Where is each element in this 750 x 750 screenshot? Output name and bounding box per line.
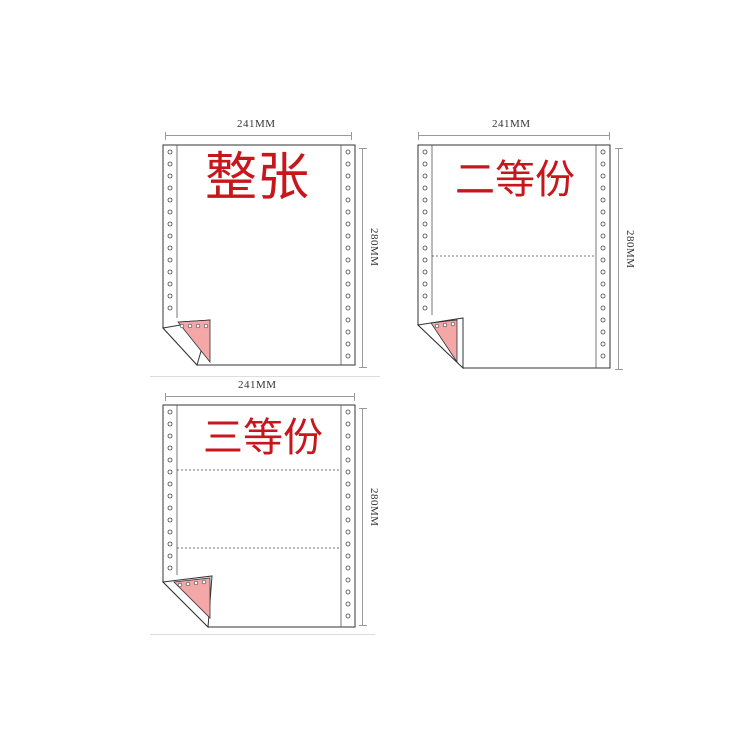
pink-copy-layer bbox=[430, 319, 458, 364]
width-dimension-line bbox=[418, 132, 610, 140]
right-feed-holes bbox=[345, 149, 351, 359]
label-half-sheet: 二等份 bbox=[455, 157, 575, 203]
width-dimension-line bbox=[165, 393, 355, 401]
full-sheet-drawing bbox=[162, 144, 356, 366]
width-dimension-label: 241MM bbox=[238, 379, 277, 391]
left-feed-holes bbox=[167, 409, 173, 571]
sheet-outline bbox=[162, 144, 356, 366]
right-feed-holes bbox=[345, 409, 351, 619]
width-dimension-line bbox=[165, 132, 352, 140]
left-feed-holes bbox=[167, 149, 173, 311]
row-divider bbox=[150, 376, 380, 377]
height-dimension-line bbox=[359, 408, 367, 626]
half-sheet-drawing bbox=[416, 144, 611, 370]
height-dimension-line bbox=[359, 148, 367, 368]
label-third-sheet: 三等份 bbox=[203, 415, 323, 461]
bottom-divider bbox=[150, 634, 375, 635]
height-dimension-line bbox=[615, 148, 623, 370]
sheet-outline bbox=[417, 144, 611, 369]
right-feed-holes bbox=[600, 149, 606, 359]
width-dimension-label: 241MM bbox=[492, 118, 531, 130]
pink-copy-layer bbox=[173, 577, 211, 619]
left-feed-holes bbox=[422, 149, 428, 311]
label-full-sheet: 整张 bbox=[205, 148, 310, 208]
sheet-outline bbox=[162, 404, 356, 628]
width-dimension-label: 241MM bbox=[237, 118, 276, 130]
third-sheet-drawing bbox=[161, 404, 356, 629]
